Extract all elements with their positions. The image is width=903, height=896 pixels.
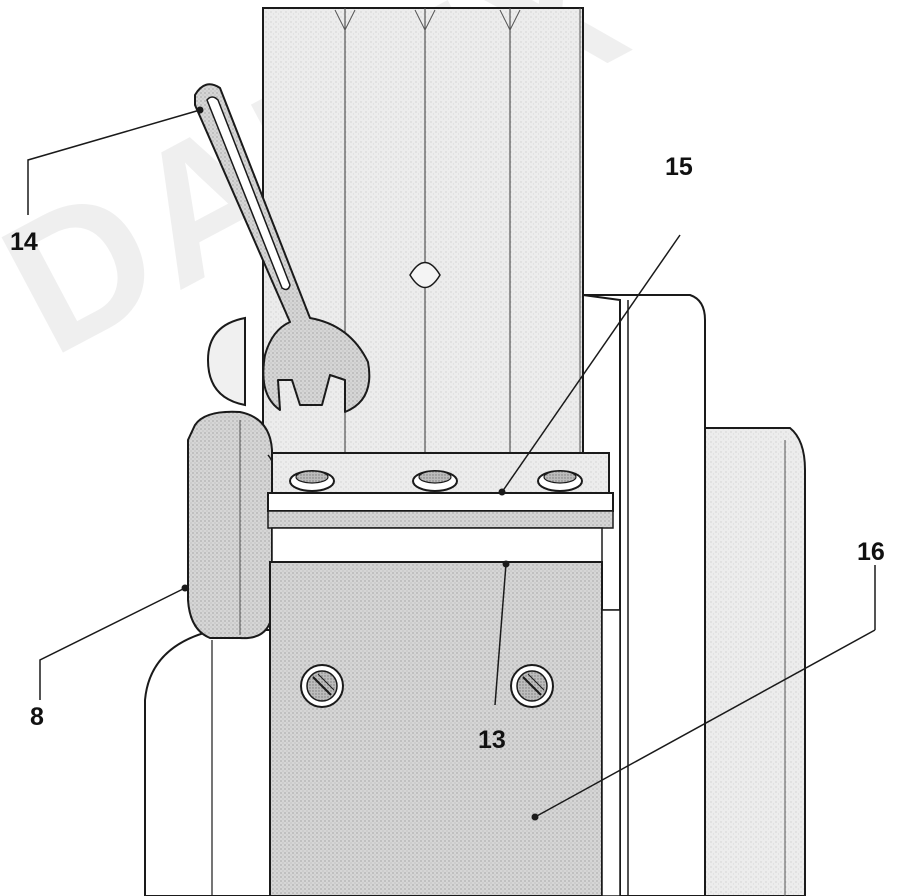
left-knob — [206, 316, 246, 407]
wrench — [194, 83, 371, 413]
left-lower-body — [144, 629, 271, 896]
screw — [537, 470, 583, 492]
callout-14: 14 — [10, 228, 38, 256]
screw — [289, 470, 335, 492]
lower-plate — [269, 527, 621, 896]
plate-screw-right — [510, 664, 554, 708]
plate-screw-left — [300, 664, 344, 708]
screw-row — [289, 470, 583, 492]
adjustment-knob — [187, 410, 277, 640]
callout-15: 15 — [665, 153, 693, 181]
callout-16: 16 — [857, 538, 885, 566]
screw — [412, 470, 458, 492]
right-housing — [582, 294, 806, 896]
callout-13: 13 — [478, 726, 506, 754]
leader-lines — [27, 106, 876, 821]
callout-8: 8 — [30, 703, 44, 731]
